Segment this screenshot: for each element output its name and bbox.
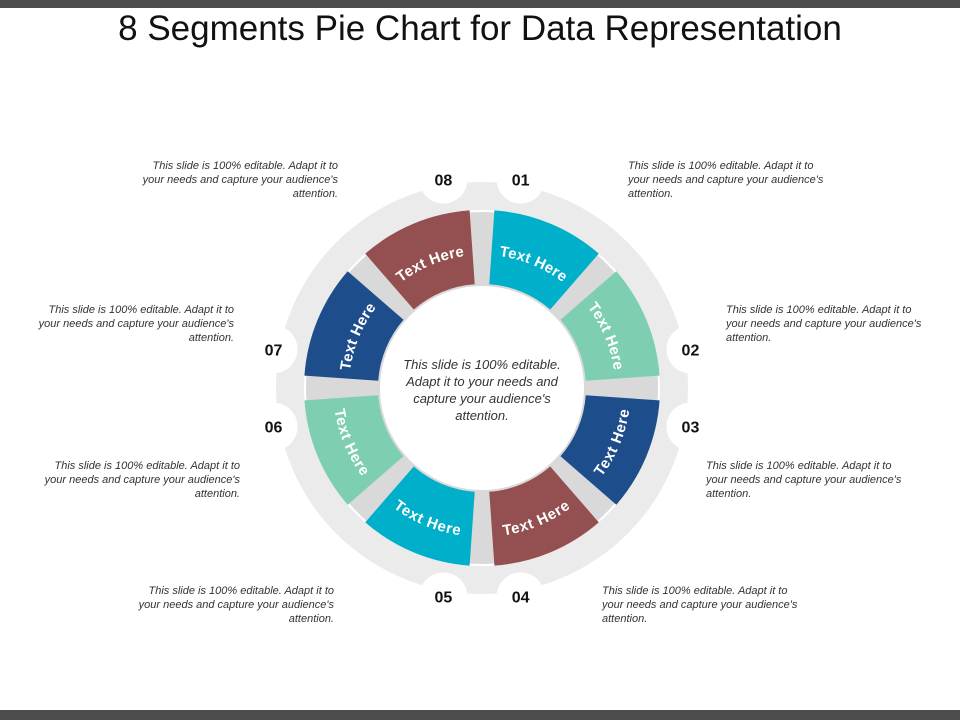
number-notch-01	[496, 155, 545, 204]
segment-number-03: 03	[682, 420, 700, 437]
top-bar	[0, 0, 960, 8]
description-07: This slide is 100% editable. Adapt it to…	[38, 304, 234, 344]
description-05: This slide is 100% editable. Adapt it to…	[138, 585, 334, 625]
center-circle	[380, 286, 584, 490]
segment-number-01: 01	[512, 173, 530, 190]
number-notch-06	[249, 402, 298, 451]
description-08: This slide is 100% editable. Adapt it to…	[142, 160, 338, 200]
page-title: 8 Segments Pie Chart for Data Representa…	[118, 9, 842, 48]
segment-04	[489, 466, 599, 566]
number-notch-07	[249, 325, 298, 374]
number-notch-04	[496, 572, 545, 621]
segment-number-05: 05	[434, 589, 452, 606]
segment-07	[304, 271, 404, 381]
description-03: This slide is 100% editable. Adapt it to…	[706, 460, 902, 500]
segment-03	[560, 395, 660, 505]
bottom-bar	[0, 710, 960, 720]
description-04: This slide is 100% editable. Adapt it to…	[602, 585, 798, 625]
segment-02	[560, 271, 660, 381]
segment-05	[365, 466, 475, 566]
description-06: This slide is 100% editable. Adapt it to…	[44, 460, 240, 500]
description-02: This slide is 100% editable. Adapt it to…	[726, 304, 922, 344]
segment-number-02: 02	[682, 342, 700, 359]
number-notch-03	[666, 402, 715, 451]
description-01: This slide is 100% editable. Adapt it to…	[628, 160, 824, 200]
center-description: This slide is 100% editable. Adapt it to…	[403, 357, 561, 423]
segment-number-07: 07	[265, 342, 283, 359]
segment-number-06: 06	[265, 420, 283, 437]
number-notch-05	[419, 572, 468, 621]
segment-08	[365, 210, 475, 310]
segment-number-04: 04	[512, 589, 530, 606]
segment-01	[489, 210, 599, 310]
segment-number-08: 08	[434, 173, 452, 190]
number-notch-02	[666, 325, 715, 374]
segment-06	[304, 395, 404, 505]
number-notch-08	[419, 155, 468, 204]
